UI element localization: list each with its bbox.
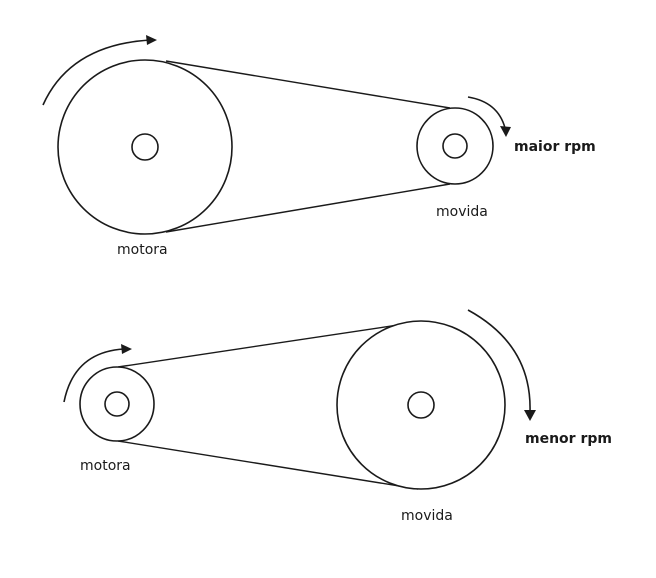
bottom-speed-label: menor rpm <box>525 431 612 447</box>
top-driven-rotation-arrow <box>467 96 506 129</box>
bottom-driver-arrowhead <box>121 344 132 354</box>
top-driver-rotation-arrow <box>42 39 151 106</box>
top-driver-hub <box>131 133 159 161</box>
bottom-belt-upper <box>117 321 419 368</box>
top-driven-hub <box>442 133 468 159</box>
top-driver-arrowhead <box>146 35 157 45</box>
top-system: motora movida maior rpm <box>42 35 596 258</box>
bottom-belt-lower <box>117 440 419 490</box>
bottom-driven-label: movida <box>401 508 453 524</box>
bottom-system: motora movida menor rpm <box>63 309 612 524</box>
top-belt-lower <box>165 183 451 233</box>
top-driven-arrowhead <box>500 126 511 137</box>
bottom-driver-hub <box>104 391 130 417</box>
top-driven-label: movida <box>436 204 488 220</box>
top-belt-upper <box>165 60 451 109</box>
bottom-driven-arrowhead <box>524 410 536 421</box>
bottom-driven-hub <box>407 391 435 419</box>
top-speed-label: maior rpm <box>514 139 596 155</box>
bottom-driver-rotation-arrow <box>63 348 125 403</box>
top-driver-label: motora <box>117 242 168 258</box>
bottom-driver-label: motora <box>80 458 131 474</box>
bottom-driven-rotation-arrow <box>467 309 531 413</box>
